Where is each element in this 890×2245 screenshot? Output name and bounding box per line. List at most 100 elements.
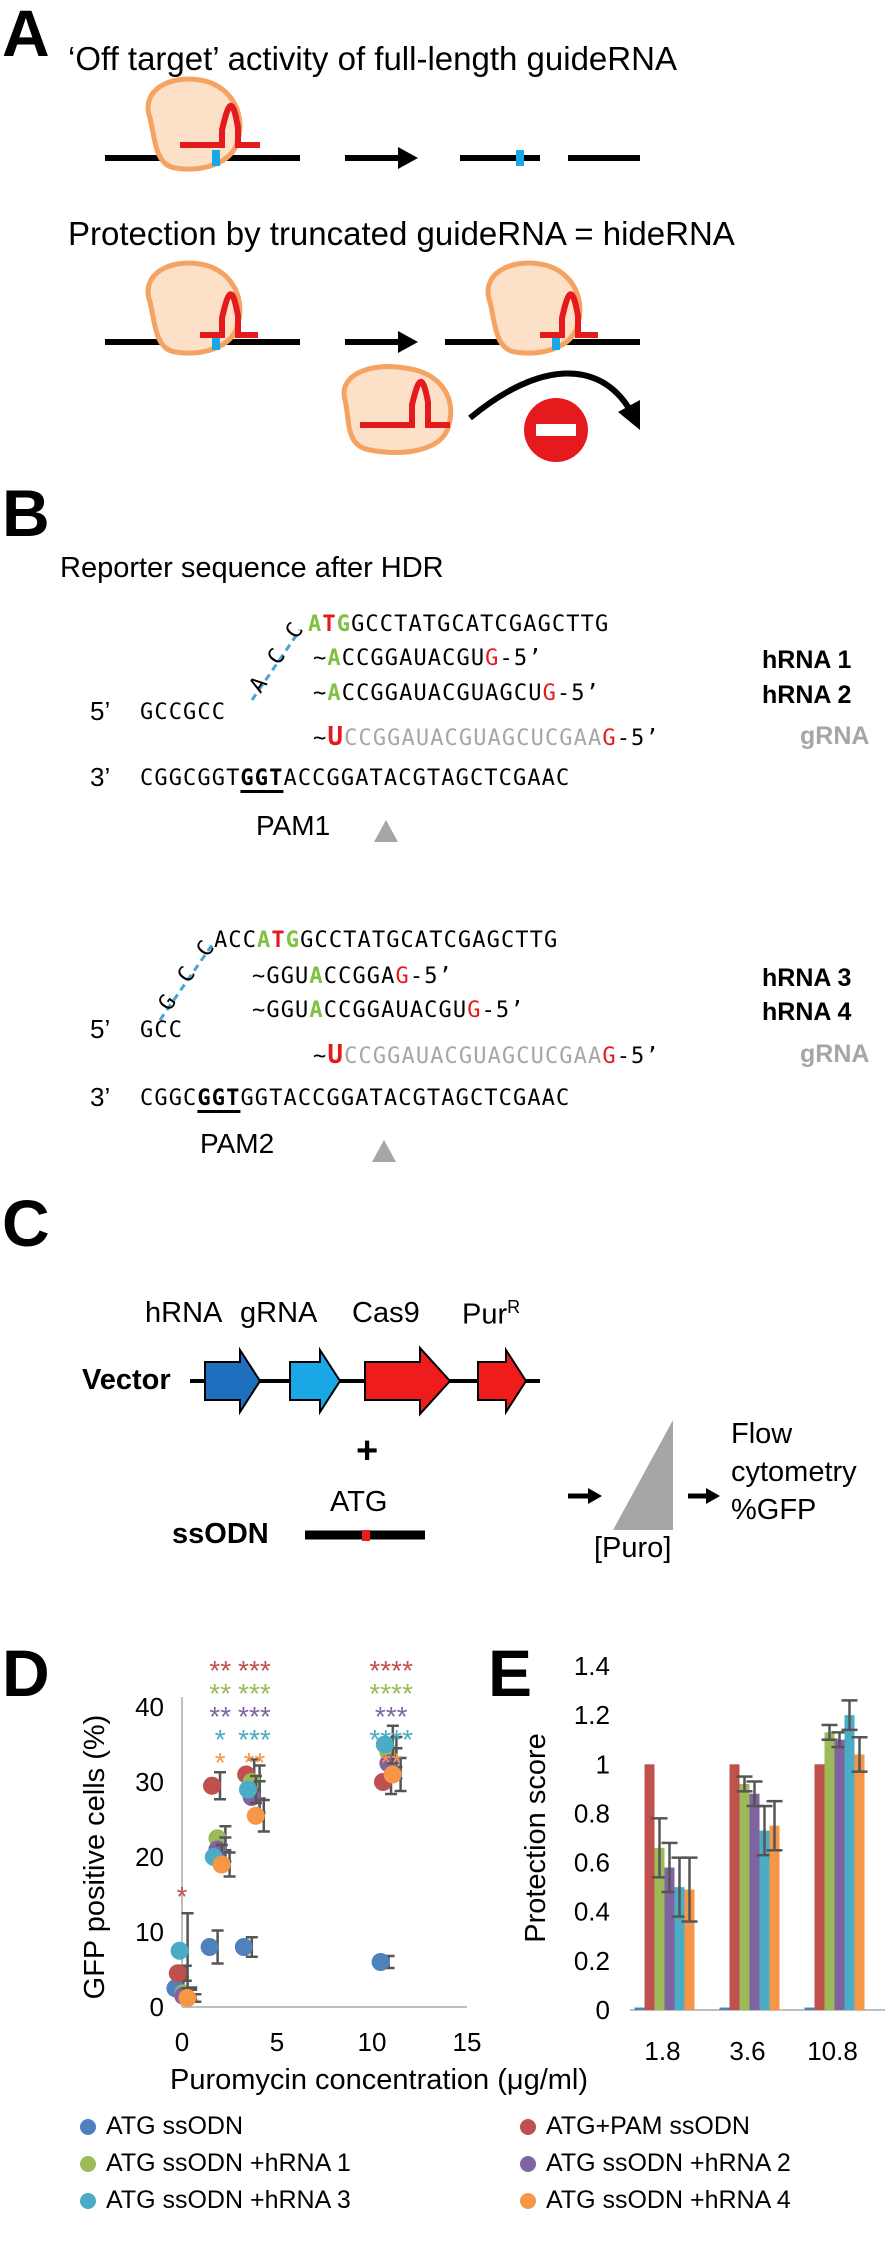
b2-hrna3-seq: ~GGUACCGGAG-5’ bbox=[252, 964, 453, 989]
legend-item: ATG ssODN +hRNA 4 bbox=[520, 2186, 880, 2215]
bar bbox=[684, 1889, 695, 2010]
data-point bbox=[371, 1953, 390, 1971]
b1-hrna2-label: hRNA 2 bbox=[762, 681, 852, 709]
data-point bbox=[203, 1776, 221, 1795]
legend-item: ATG+PAM ssODN bbox=[520, 2112, 880, 2141]
data-point bbox=[383, 1765, 402, 1784]
y-tick-label: 1.2 bbox=[574, 1700, 610, 1730]
hrna-arrow-icon bbox=[204, 1346, 262, 1416]
bar bbox=[674, 1887, 685, 2010]
category-label: 10.8 bbox=[807, 2036, 858, 2066]
bar bbox=[664, 1867, 675, 2010]
panel-a-label: A bbox=[2, 0, 50, 70]
bar bbox=[759, 1830, 770, 2010]
bar bbox=[854, 1754, 865, 2010]
significance-mark: * bbox=[215, 1724, 226, 1755]
y-tick-label: 10 bbox=[135, 1917, 164, 1947]
part-label-grna: gRNA bbox=[240, 1297, 318, 1329]
b1-bottom-seq: CGGCGGTGGTACCGGATACGTAGCTCGAAC bbox=[140, 766, 571, 791]
panel-b-title: Reporter sequence after HDR bbox=[60, 552, 444, 584]
b1-loop bbox=[250, 629, 302, 701]
b2-loop bbox=[158, 944, 214, 1021]
flow-label-2: cytometry bbox=[731, 1456, 857, 1488]
significance-mark: **** bbox=[369, 1724, 413, 1755]
panel-e-label: E bbox=[488, 1636, 533, 1710]
legend-label: ATG ssODN +hRNA 3 bbox=[106, 2186, 351, 2214]
b1-hrna2-seq: ~ACCGGAUACGUAGCUG-5’ bbox=[313, 681, 600, 706]
significance-mark: ** bbox=[209, 1655, 231, 1686]
puro-gradient-icon bbox=[613, 1420, 673, 1530]
b2-cut-marker-icon bbox=[372, 1140, 396, 1162]
y-tick-label: 0.4 bbox=[574, 1897, 610, 1927]
target-site-3 bbox=[552, 334, 560, 350]
significance-mark: * bbox=[215, 1747, 226, 1778]
significance-mark: *** bbox=[238, 1724, 271, 1755]
target-site-2 bbox=[212, 334, 220, 350]
bar bbox=[804, 2007, 815, 2010]
flow-label-1: Flow bbox=[731, 1418, 793, 1450]
data-point bbox=[212, 1855, 231, 1874]
b2-grna-seq: ~UCCGGAUACGUAGCUCGAAG-5’ bbox=[313, 1040, 660, 1070]
bar bbox=[814, 1764, 825, 2010]
x-tick-label: 0 bbox=[175, 2027, 189, 2057]
puro-label: [Puro] bbox=[594, 1532, 672, 1564]
part-label-pur: PurR bbox=[462, 1297, 521, 1331]
vector-label: Vector bbox=[82, 1364, 171, 1396]
y-tick-label: 1 bbox=[596, 1749, 610, 1779]
x-tick-label: 10 bbox=[358, 2027, 387, 2057]
b2-five-seq: GCC bbox=[140, 1018, 184, 1043]
bar bbox=[719, 2007, 730, 2010]
significance-mark: ** bbox=[380, 1747, 402, 1778]
b1-pam-label: PAM1 bbox=[256, 810, 331, 841]
x-tick-label: 15 bbox=[453, 2027, 482, 2057]
b1-hrna1-label: hRNA 1 bbox=[762, 646, 852, 674]
legend-marker-icon bbox=[520, 2118, 536, 2135]
b1-top-seq: ATGGCCTATGCATCGAGCTTG bbox=[308, 612, 610, 637]
panel-a-title-off-target: ‘Off target’ activity of full-length gui… bbox=[68, 40, 677, 77]
y-axis-label: Protection score bbox=[520, 1733, 552, 1943]
significance-mark: ** bbox=[244, 1747, 266, 1778]
data-point bbox=[234, 1938, 253, 1956]
b2-three-prime: 3’ bbox=[90, 1082, 111, 1112]
b2-grna-label: gRNA bbox=[800, 1040, 870, 1068]
y-tick-label: 0.6 bbox=[574, 1848, 610, 1878]
legend-marker-icon bbox=[80, 2155, 96, 2172]
guide-rna-icon bbox=[180, 102, 260, 148]
significance-mark: *** bbox=[238, 1678, 271, 1709]
data-point bbox=[375, 1735, 394, 1754]
y-axis-label: GFP positive cells (%) bbox=[79, 1715, 111, 2000]
legend-marker-icon bbox=[520, 2192, 536, 2209]
panel-c-label: C bbox=[2, 1186, 50, 1260]
part-label-hrna: hRNA bbox=[145, 1297, 223, 1329]
b1-five-prime: 5’ bbox=[90, 696, 111, 726]
legend-marker-icon bbox=[80, 2118, 96, 2135]
target-site bbox=[212, 150, 220, 166]
significance-mark: * bbox=[177, 1881, 188, 1912]
category-label: 1.8 bbox=[644, 2036, 680, 2066]
bar bbox=[844, 1715, 855, 2010]
y-tick-label: 0.2 bbox=[574, 1946, 610, 1976]
legend-item: ATG ssODN bbox=[80, 2112, 520, 2141]
y-tick-label: 0.8 bbox=[574, 1798, 610, 1828]
legend-label: ATG ssODN +hRNA 1 bbox=[106, 2149, 351, 2177]
grna-arrow-icon bbox=[289, 1346, 342, 1416]
pur-arrow-icon bbox=[477, 1346, 528, 1416]
significance-mark: **** bbox=[369, 1655, 413, 1686]
panel-b-label: B bbox=[2, 476, 50, 550]
arrow-icon-c2 bbox=[706, 1488, 720, 1504]
arrowhead-icon-2 bbox=[398, 331, 418, 353]
legend-label: ATG ssODN bbox=[106, 2112, 244, 2140]
significance-mark: ** bbox=[209, 1678, 231, 1709]
bar bbox=[749, 1793, 760, 2010]
b1-grna-label: gRNA bbox=[800, 722, 870, 750]
legend-marker-icon bbox=[520, 2155, 536, 2172]
bar bbox=[644, 1764, 655, 2010]
b1-hrna1-seq: ~ACCGGAUACGUG-5’ bbox=[313, 646, 543, 671]
plus-sign: + bbox=[356, 1430, 379, 1472]
hide-rna-icon-2 bbox=[540, 291, 598, 338]
curved-arrowhead-icon bbox=[618, 400, 640, 430]
legend-item: ATG ssODN +hRNA 1 bbox=[80, 2149, 520, 2178]
b1-grna-seq: ~UCCGGAUACGUAGCUCGAAG-5’ bbox=[313, 722, 660, 752]
data-point bbox=[200, 1938, 219, 1956]
panel-d-label: D bbox=[2, 1636, 50, 1710]
